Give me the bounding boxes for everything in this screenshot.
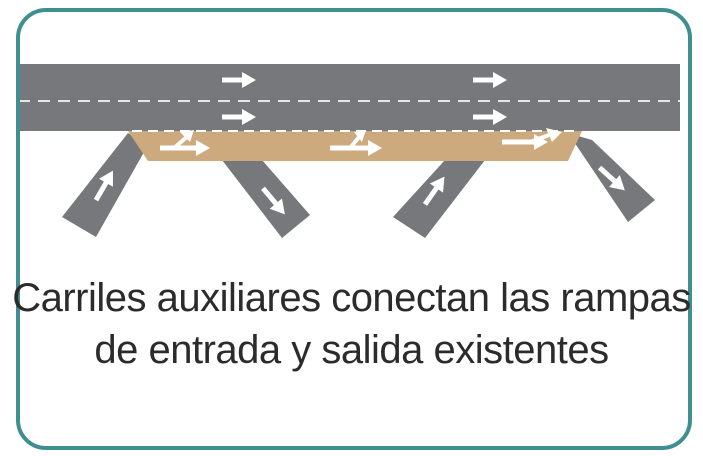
right-arrow-icon bbox=[222, 72, 256, 88]
right-arrow-icon bbox=[473, 72, 507, 88]
right-arrow-icon bbox=[473, 109, 507, 125]
mainline-road bbox=[20, 64, 680, 131]
ramp-arrow-icon bbox=[93, 170, 113, 202]
ramp-arrow-icon bbox=[261, 186, 285, 215]
merge-arrow-icon bbox=[330, 130, 382, 156]
caption-line-1: Carriles auxiliares conectan las rampas bbox=[12, 276, 691, 320]
diverge-arrow-icon bbox=[502, 128, 562, 150]
right-arrow-icon bbox=[222, 109, 256, 125]
ramp-arrow-icon bbox=[422, 176, 445, 206]
off-ramp-center bbox=[222, 160, 310, 238]
merge-arrow-icon bbox=[160, 130, 210, 156]
diagram-caption: Carriles auxiliares conectan las rampas … bbox=[0, 272, 703, 376]
caption-line-2: de entrada y salida existentes bbox=[94, 328, 609, 372]
ramp-arrow-icon bbox=[597, 165, 625, 191]
on-ramp-right bbox=[393, 160, 485, 238]
